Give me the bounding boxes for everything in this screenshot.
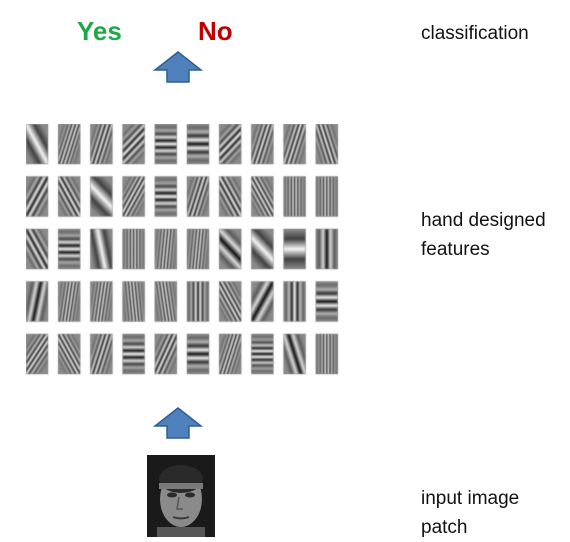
filter-tile	[218, 176, 242, 217]
filter-tile	[218, 124, 242, 165]
filter-tile	[283, 281, 306, 322]
filter-tile	[26, 228, 49, 270]
filter-tile	[90, 176, 113, 217]
filter-tile	[57, 281, 81, 322]
filter-tile	[283, 124, 306, 165]
filter-tile	[186, 176, 210, 217]
caption-line: features	[421, 239, 490, 260]
caption-line: hand designed	[421, 210, 546, 231]
filter-tile	[251, 124, 274, 165]
features-caption: hand designed features	[421, 206, 546, 264]
filter-tile	[57, 333, 81, 375]
filter-tile	[154, 333, 178, 375]
filter-tile	[186, 124, 210, 165]
filter-tile	[154, 228, 178, 270]
filter-tile	[90, 228, 113, 270]
arrow-up-icon	[153, 51, 203, 83]
filter-tile	[122, 333, 145, 375]
filter-tile	[283, 228, 306, 270]
filter-tile	[26, 333, 49, 375]
filter-tile	[251, 281, 274, 322]
caption-line: input image	[421, 488, 520, 509]
filter-tile	[315, 281, 339, 322]
filter-tile	[186, 228, 210, 270]
filter-tile	[26, 124, 49, 165]
filter-tile	[90, 281, 113, 322]
filter-bank	[26, 124, 339, 375]
arrow-up-icon	[153, 407, 203, 439]
filter-tile	[315, 333, 339, 375]
filter-tile	[154, 124, 178, 165]
filter-tile	[283, 333, 306, 375]
filter-tile	[154, 176, 178, 217]
filter-tile	[122, 176, 145, 217]
filter-tile	[154, 281, 178, 322]
input-image-patch	[147, 455, 215, 537]
filter-tile	[90, 124, 113, 165]
no-label: No	[198, 16, 233, 46]
filter-tile	[57, 176, 81, 217]
filter-tile	[251, 176, 274, 217]
filter-tile	[186, 333, 210, 375]
filter-tile	[251, 333, 274, 375]
filter-tile	[251, 228, 274, 270]
filter-tile	[283, 176, 306, 217]
filter-tile	[218, 228, 242, 270]
classification-caption: classification	[421, 19, 529, 48]
filter-tile	[26, 281, 49, 322]
filter-tile	[90, 333, 113, 375]
filter-tile	[122, 281, 145, 322]
input-caption: input image patch	[421, 484, 519, 542]
filter-tile	[122, 124, 145, 165]
caption-line: patch	[421, 517, 468, 538]
filter-tile	[315, 228, 339, 270]
filter-tile	[57, 228, 81, 270]
filter-tile	[218, 281, 242, 322]
yes-label: Yes	[77, 16, 122, 46]
filter-tile	[122, 228, 145, 270]
filter-tile	[26, 176, 49, 217]
filter-tile	[315, 124, 339, 165]
filter-tile	[218, 333, 242, 375]
filter-tile	[186, 281, 210, 322]
filter-tile	[315, 176, 339, 217]
caption-line: classification	[421, 23, 529, 44]
filter-tile	[57, 124, 81, 165]
